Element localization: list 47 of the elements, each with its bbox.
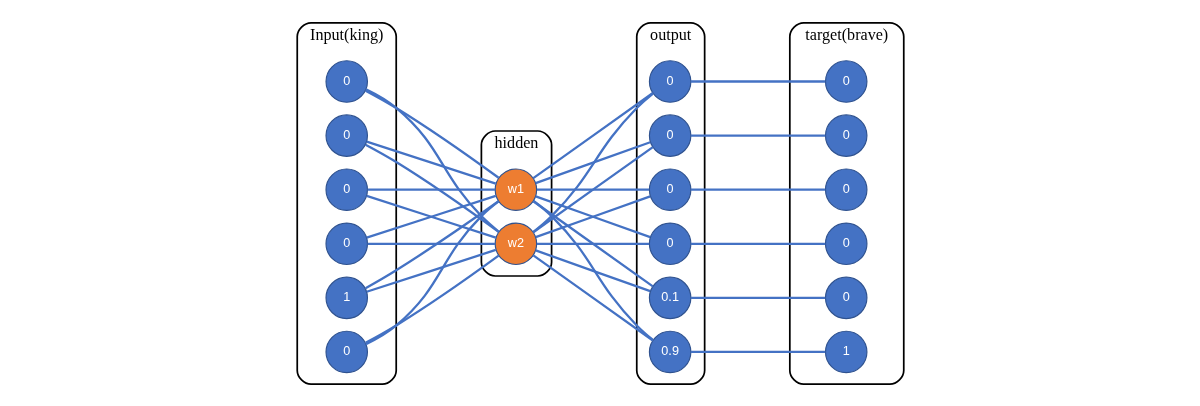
node-circle: w1 [494, 167, 537, 211]
node-circle: 0 [824, 167, 867, 211]
node-circle: w2 [494, 222, 537, 265]
connector [367, 188, 495, 191]
connector [532, 145, 653, 233]
connector [532, 199, 654, 341]
connector [365, 194, 496, 239]
connector [690, 133, 825, 137]
connector [690, 350, 825, 353]
connector [690, 188, 825, 191]
node-circle: 0 [824, 113, 867, 157]
node-circle: 0 [824, 222, 867, 265]
node-circle: 0 [324, 59, 368, 103]
node-circle: 0 [824, 59, 867, 103]
node-circle: 0 [824, 276, 867, 319]
node-circle: 0.9 [648, 330, 691, 373]
node-circle: 0 [648, 113, 691, 157]
node-circle: 1 [324, 276, 368, 319]
node-circle: 0 [324, 167, 368, 211]
connector [531, 92, 654, 233]
connector [534, 248, 651, 292]
connector [534, 140, 651, 184]
node-circle: 0 [324, 330, 368, 373]
connector [364, 89, 499, 179]
node-circle: 0 [648, 59, 691, 103]
connector [532, 253, 653, 341]
connector [690, 79, 825, 83]
node-circle: 0.1 [648, 276, 691, 319]
connector [536, 188, 649, 191]
node-circle: 0 [324, 222, 368, 265]
connector [364, 254, 499, 344]
connector [690, 296, 825, 299]
node-circle: 0 [648, 167, 691, 211]
connector [364, 199, 499, 345]
connector [532, 91, 653, 179]
node-circle: 0 [324, 113, 368, 157]
connector [532, 199, 653, 287]
connector [536, 242, 649, 245]
connector [365, 248, 496, 293]
connector [690, 242, 825, 245]
node-circle: 0 [648, 222, 691, 265]
connector [534, 194, 651, 238]
connector [364, 143, 499, 233]
node-circle: 1 [824, 330, 867, 373]
connector [365, 140, 496, 185]
connector [367, 242, 495, 245]
connector [364, 87, 500, 233]
